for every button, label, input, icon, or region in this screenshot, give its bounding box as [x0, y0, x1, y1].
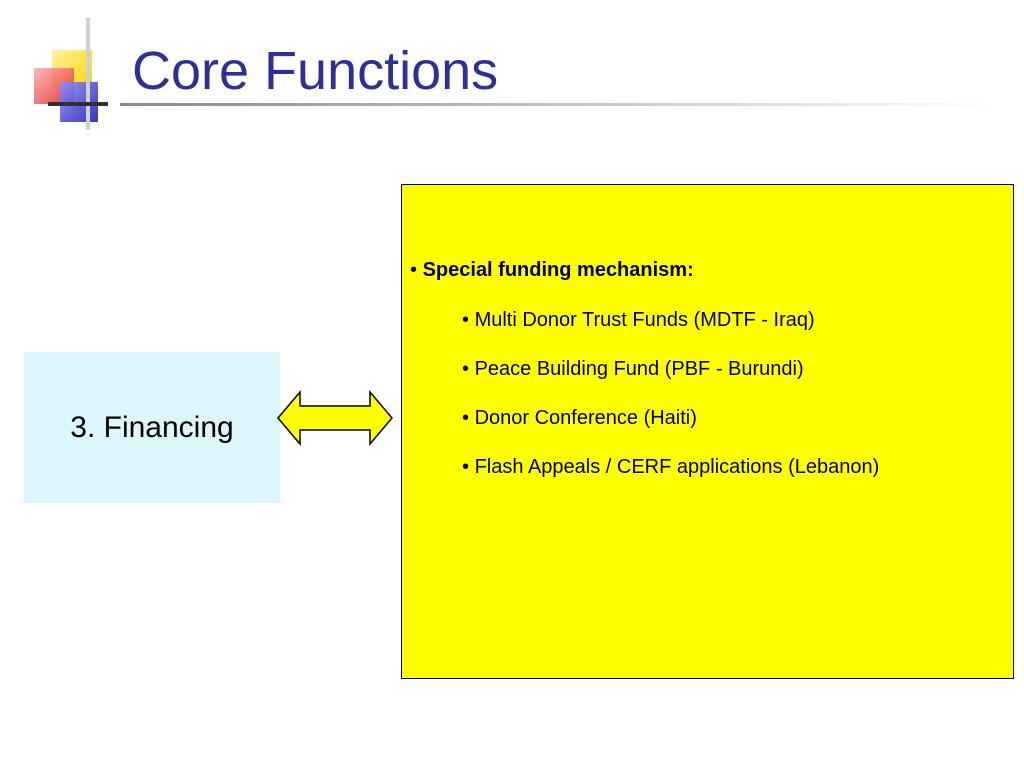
list-item: • Peace Building Fund (PBF - Burundi) [462, 358, 804, 380]
funding-mechanism-box: • Special funding mechanism: • Multi Don… [401, 184, 1014, 679]
funding-heading-text: Special funding mechanism: [422, 259, 694, 281]
funding-list: • Multi Donor Trust Funds (MDTF - Iraq) … [462, 308, 879, 504]
slide-title: Core Functions [132, 41, 499, 101]
list-item: • Donor Conference (Haiti) [462, 407, 697, 429]
logo-icon [30, 18, 130, 133]
list-item: • Flash Appeals / CERF applications (Leb… [462, 456, 880, 478]
list-item: • Multi Donor Trust Funds (MDTF - Iraq) [462, 309, 815, 331]
financing-label: 3. Financing [70, 410, 234, 444]
double-arrow-icon [277, 390, 393, 446]
funding-heading: • Special funding mechanism: [410, 259, 694, 282]
bullet: • [410, 259, 418, 281]
financing-box: 3. Financing [24, 352, 280, 503]
title-underline [120, 103, 1000, 106]
